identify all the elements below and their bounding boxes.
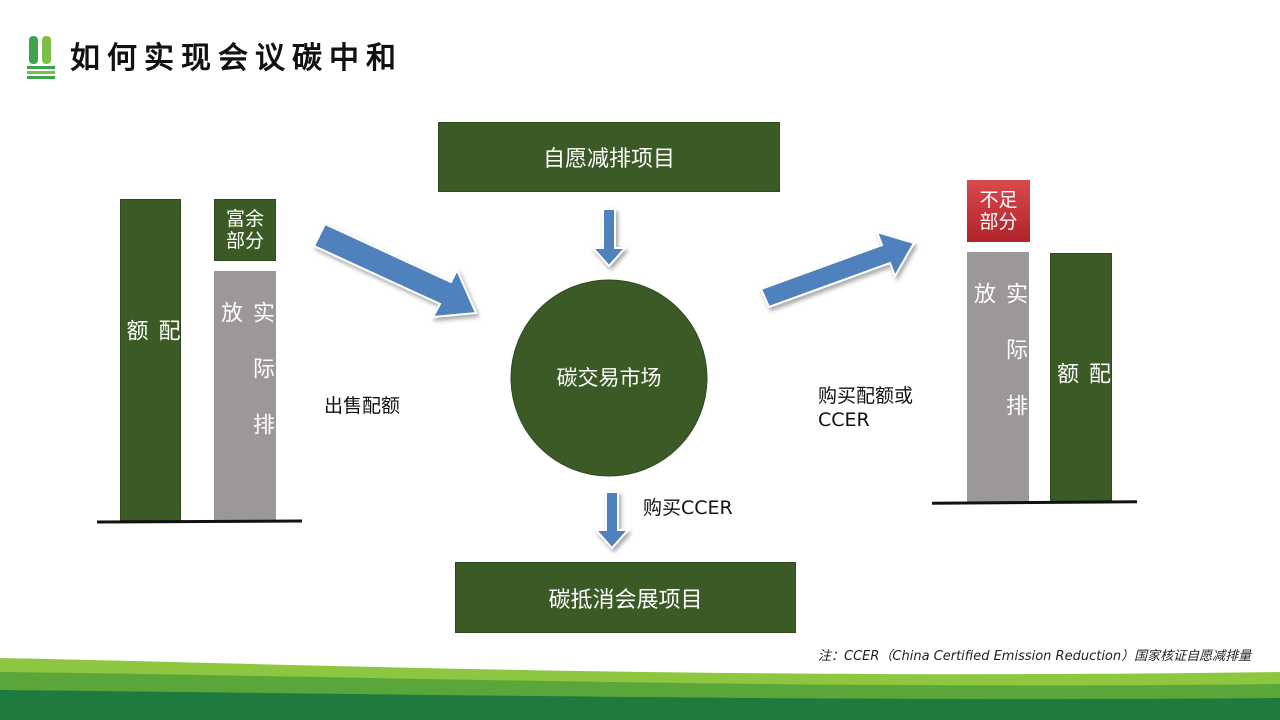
arrow-sell-to-market: [312, 222, 478, 319]
left-allowance-label: 配额: [122, 319, 180, 401]
buy-allowance-line2: CCER: [818, 409, 870, 431]
offset-project-label: 碳抵消会展项目: [548, 587, 703, 613]
right-shortage-label: 不足部分: [979, 189, 1018, 233]
arrow-market-to-buyer: [759, 230, 916, 309]
footer-wave: [0, 658, 1280, 720]
logo-icon: [27, 36, 55, 79]
arrow-down-to-market: [590, 208, 628, 268]
arrow-down-to-offset: [593, 491, 631, 550]
left-surplus-label: 富余部分: [225, 208, 264, 252]
market-circle: [510, 279, 708, 477]
right-allowance-label: 配额: [1053, 361, 1110, 474]
left-surplus-box: 富余部分: [214, 199, 276, 261]
page-title: 如何实现会议碳中和: [70, 41, 403, 76]
voluntary-project-box: 自愿减排项目: [438, 122, 780, 192]
left-allowance-bar: 配额: [120, 199, 181, 521]
buy-ccer-label: 购买CCER: [643, 497, 733, 519]
left-actual-bar: 实际排放: [214, 271, 276, 521]
footnote: 注：CCER（China Certified Emission Reductio…: [818, 649, 1252, 664]
market-label: 碳交易市场: [556, 366, 662, 390]
right-actual-bar: 实际排放: [967, 252, 1029, 502]
right-allowance-bar: 配额: [1050, 253, 1112, 502]
right-shortage-box: 不足部分: [967, 180, 1030, 242]
buy-allowance-label: 购买配额或 CCER: [818, 384, 913, 432]
right-actual-label: 实际排放: [970, 282, 1027, 450]
voluntary-project-label: 自愿减排项目: [542, 147, 675, 172]
left-actual-label: 实际排放: [217, 301, 274, 469]
buy-allowance-line1: 购买配额或: [818, 385, 914, 407]
sell-label: 出售配额: [324, 395, 401, 417]
offset-project-box: 碳抵消会展项目: [455, 562, 796, 633]
